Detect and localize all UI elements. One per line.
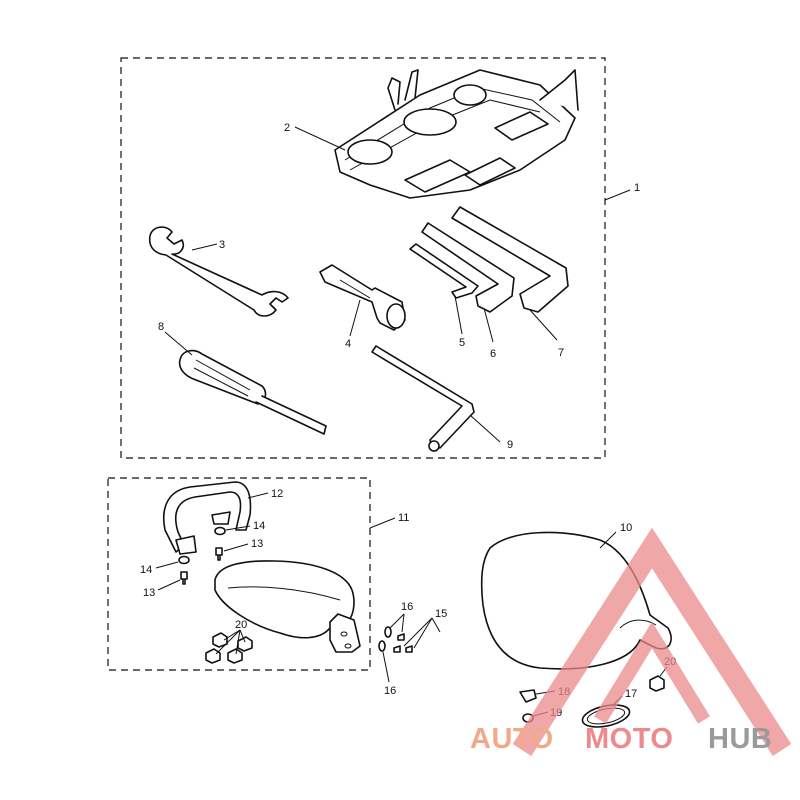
logo-word-moto: MOTO [585,723,673,755]
logo-triangle-inner [594,621,710,724]
hex-key-medium-part [421,222,515,313]
automotohub-logo [512,527,792,756]
leader-20a-3 [215,629,241,655]
leader-9 [469,414,501,443]
callout-1: 1 [634,182,640,194]
callout-4: 4 [345,338,351,350]
leader-15-2 [413,617,433,649]
callout-9: 9 [507,439,513,451]
spanner-part [148,226,289,317]
logo-word-auto: AUTO [470,723,554,755]
leader-2 [294,126,346,151]
leader-13b [157,579,181,591]
callout-3: 3 [219,239,225,251]
leader-11 [369,517,396,529]
callout-14b: 14 [140,564,152,576]
washer-part [214,526,226,536]
rubber-buffer-part [205,632,253,664]
callout-2: 2 [284,122,290,134]
callout-13a: 13 [251,538,263,550]
rubber-buffer-part [649,675,665,692]
leader-5 [454,295,463,335]
callout-12: 12 [271,488,283,500]
pillion-seat-part [214,560,361,653]
leader-20a-2 [239,629,246,643]
logo-wordmark: AUTO MOTO HUB [470,723,772,755]
callout-17: 17 [625,688,637,700]
logo-triangle [512,527,792,756]
callout-7: 7 [558,347,564,359]
screwdriver-part [178,349,327,435]
leader-10 [599,531,617,549]
bolt-part [215,547,223,561]
logo-word-hub: HUB [708,723,772,755]
callout-8: 8 [158,321,164,333]
tommy-bar-part [371,345,475,452]
leader-20a [223,629,241,641]
grab-rail-part [163,481,252,555]
leader-12 [247,492,269,499]
leader-3 [191,243,218,251]
fastener-part [378,626,413,653]
callout-14a: 14 [253,520,265,532]
plug-socket-part [319,264,406,331]
callout-6: 6 [490,348,496,360]
leader-8 [164,331,193,356]
callout-11: 11 [398,512,409,524]
leader-14a [225,525,251,531]
clip-part [519,689,537,703]
hex-key-small-part [409,243,479,299]
leader-1 [604,189,631,201]
leader-15-3 [431,617,441,633]
tool-roll-part [334,69,579,199]
callout-16b: 16 [384,685,396,697]
leader-16a-2 [401,613,405,633]
leader-6 [483,307,494,343]
callout-20a: 20 [235,619,247,631]
callout-5: 5 [459,337,465,349]
washer-part [178,555,190,565]
hex-key-large-part [451,206,569,313]
callout-10: 10 [620,522,632,534]
leader-14b [155,561,179,569]
leader-15 [403,617,433,647]
callout-16a: 16 [401,601,413,613]
leader-7 [529,309,558,341]
leader-4 [349,299,361,337]
leader-16a [389,613,405,629]
bolt-part [180,571,188,585]
callout-13b: 13 [143,587,155,599]
leader-13a [223,543,249,552]
tool-kit-group-box [120,57,606,459]
leader-20a-4 [235,629,241,655]
callout-15: 15 [435,608,447,620]
leader-16b [382,651,390,683]
